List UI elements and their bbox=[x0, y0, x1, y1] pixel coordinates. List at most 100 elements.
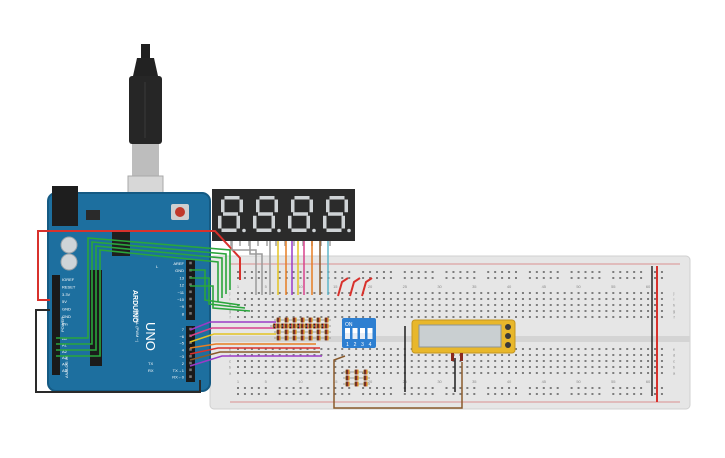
row-letter: f bbox=[229, 315, 231, 320]
dip-position-number: 1 bbox=[346, 342, 349, 348]
reset-button-cap[interactable] bbox=[175, 207, 185, 217]
resistor[interactable] bbox=[322, 329, 331, 335]
resistor[interactable] bbox=[322, 323, 331, 329]
resistor[interactable] bbox=[314, 317, 323, 323]
wire-green-7[interactable] bbox=[190, 285, 251, 312]
col-number-bottom: 60 bbox=[646, 379, 651, 384]
resistor[interactable] bbox=[274, 323, 283, 329]
segment bbox=[221, 199, 225, 213]
resistor[interactable] bbox=[343, 381, 352, 387]
resistor[interactable] bbox=[290, 329, 299, 335]
resistor[interactable] bbox=[274, 317, 283, 323]
wire-red-jumper-1[interactable] bbox=[337, 277, 349, 297]
dip-toggle[interactable] bbox=[352, 328, 358, 339]
digital-header-top bbox=[186, 260, 195, 320]
wire-yellow-3[interactable] bbox=[189, 333, 276, 343]
resistor[interactable] bbox=[322, 335, 331, 341]
wire-green-3[interactable] bbox=[56, 245, 223, 351]
display-digits bbox=[218, 196, 351, 233]
wire-purple-2[interactable] bbox=[189, 321, 276, 331]
wire-brown-2[interactable] bbox=[189, 351, 320, 361]
segment-dp bbox=[312, 228, 316, 233]
wires[interactable] bbox=[35, 230, 658, 409]
resistor[interactable] bbox=[290, 335, 299, 341]
pin-label: ~3 bbox=[179, 354, 184, 359]
dip-toggle[interactable] bbox=[360, 328, 365, 339]
dip-toggles[interactable] bbox=[345, 328, 373, 339]
wire-red-jumper-3[interactable] bbox=[361, 277, 373, 297]
wire-green-1[interactable] bbox=[56, 237, 231, 339]
pin-label: GND bbox=[62, 314, 71, 319]
col-number-top: 35 bbox=[472, 284, 477, 289]
wire-gray-2[interactable] bbox=[249, 241, 263, 295]
resistor[interactable] bbox=[274, 335, 283, 341]
resistor[interactable] bbox=[352, 375, 361, 381]
lcd-module[interactable] bbox=[411, 319, 516, 361]
segment bbox=[291, 199, 295, 213]
resistor[interactable] bbox=[298, 323, 307, 329]
resistor[interactable] bbox=[343, 369, 352, 375]
resistor[interactable] bbox=[290, 323, 299, 329]
wire-5v-red[interactable] bbox=[37, 230, 241, 301]
display-digit bbox=[288, 196, 316, 233]
resistor[interactable] bbox=[306, 323, 315, 329]
resistor[interactable] bbox=[314, 335, 323, 341]
row-letter: e bbox=[673, 347, 676, 352]
resistor[interactable] bbox=[274, 329, 283, 335]
row-letter: a bbox=[673, 371, 676, 376]
resistor[interactable] bbox=[298, 317, 307, 323]
resistor[interactable] bbox=[306, 317, 315, 323]
wire-red-jumper-2[interactable] bbox=[349, 277, 361, 297]
resistor[interactable] bbox=[314, 329, 323, 335]
pin-label: ~5 bbox=[179, 341, 184, 346]
segment bbox=[328, 212, 343, 216]
seven-segment-display[interactable] bbox=[212, 189, 355, 246]
col-number-top: 1 bbox=[237, 284, 240, 289]
segment bbox=[329, 196, 345, 200]
wire-orange-3[interactable] bbox=[189, 343, 316, 349]
row-letter: j bbox=[229, 291, 231, 296]
segment bbox=[309, 199, 313, 213]
resistor[interactable] bbox=[361, 369, 370, 375]
resistor[interactable] bbox=[282, 335, 291, 341]
col-number-bottom: 15 bbox=[333, 379, 338, 384]
wire-green-6[interactable] bbox=[190, 277, 246, 309]
resistor[interactable] bbox=[298, 335, 307, 341]
wire-gnd-black[interactable] bbox=[35, 309, 201, 393]
col-number-top: 5 bbox=[265, 284, 268, 289]
resistor[interactable] bbox=[352, 369, 361, 375]
wire-green-4[interactable] bbox=[56, 249, 219, 357]
wire-green-5[interactable] bbox=[190, 269, 241, 306]
wire-gray-1[interactable] bbox=[231, 241, 257, 295]
resistor[interactable] bbox=[361, 375, 370, 381]
wire-red-2[interactable] bbox=[189, 347, 320, 355]
usb-cable-boot bbox=[133, 58, 158, 76]
wire-green-2[interactable] bbox=[56, 241, 227, 345]
dip-toggle[interactable] bbox=[367, 328, 373, 339]
wire-brown-lcd[interactable] bbox=[333, 355, 463, 409]
resistor[interactable] bbox=[282, 329, 291, 335]
resistor[interactable] bbox=[282, 317, 291, 323]
resistor[interactable] bbox=[290, 317, 299, 323]
resistor[interactable] bbox=[306, 329, 315, 335]
arduino-model: UNO bbox=[143, 322, 158, 351]
segment bbox=[256, 199, 260, 213]
wire-purple-3[interactable] bbox=[189, 355, 322, 367]
resistor[interactable] bbox=[282, 323, 291, 329]
resistor[interactable] bbox=[306, 335, 315, 341]
wire-pink-2[interactable] bbox=[189, 327, 276, 337]
resistor[interactable] bbox=[322, 317, 331, 323]
resistor-bank[interactable] bbox=[270, 317, 331, 341]
resistor[interactable] bbox=[314, 323, 323, 329]
resistor[interactable] bbox=[352, 381, 361, 387]
resistor[interactable] bbox=[343, 375, 352, 381]
resistor-bank-small[interactable] bbox=[343, 369, 370, 387]
segment bbox=[291, 228, 307, 232]
dip-toggle[interactable] bbox=[345, 328, 350, 339]
usb-cable[interactable] bbox=[127, 44, 164, 203]
resistor[interactable] bbox=[298, 329, 307, 335]
resistor[interactable] bbox=[361, 381, 370, 387]
